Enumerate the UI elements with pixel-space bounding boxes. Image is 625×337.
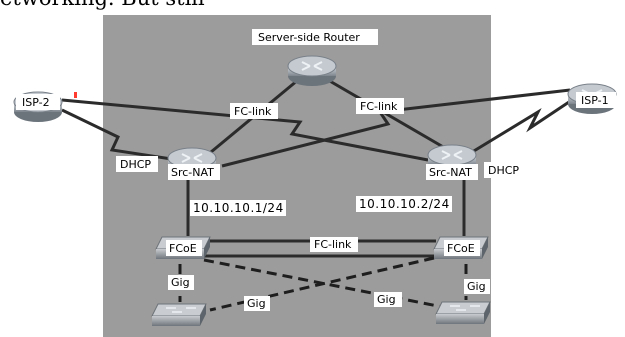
switch-icon bbox=[435, 301, 491, 325]
isp2-to-src-nat-right-link[interactable] bbox=[61, 98, 429, 162]
gig-left-vertical-label: Gig bbox=[171, 276, 190, 289]
switch-icon bbox=[151, 303, 207, 327]
isp1-label: ISP-1 bbox=[581, 94, 609, 107]
gig-switch-left[interactable] bbox=[151, 303, 207, 327]
src-nat-right-label: Src-NAT bbox=[429, 166, 472, 179]
gig-switch-right[interactable] bbox=[435, 301, 491, 325]
router-icon bbox=[287, 55, 337, 87]
fcoe-left-label: FCoE bbox=[169, 242, 197, 255]
fc-link-fcoe-label: FC-link bbox=[314, 238, 352, 251]
fc-link-right-label: FC-link bbox=[360, 100, 398, 113]
isp1-to-src-nat-right-link[interactable] bbox=[463, 98, 573, 159]
dhcp-left-label: DHCP bbox=[120, 158, 151, 171]
dhcp-right-label: DHCP bbox=[488, 164, 519, 177]
server-side-router[interactable] bbox=[287, 55, 337, 87]
server-router-label: Server-side Router bbox=[258, 31, 360, 44]
fcoe-right-label: FCoE bbox=[447, 242, 475, 255]
gig-right-vertical-label: Gig bbox=[467, 280, 486, 293]
isp1-to-src-nat-left-link[interactable] bbox=[221, 88, 571, 168]
labels: Server-side Router ISP-2 ISP-1 FC-link F… bbox=[16, 29, 616, 311]
gig-cross-left-label: Gig bbox=[247, 297, 266, 310]
ip-right-label: 10.10.10.2/24 bbox=[359, 197, 450, 211]
isp2-port-marker bbox=[74, 92, 77, 98]
links bbox=[61, 78, 573, 258]
fc-link-left-label: FC-link bbox=[234, 105, 272, 118]
caption-fragment: etworking. But still bbox=[0, 0, 205, 10]
src-nat-left-label: Src-NAT bbox=[171, 166, 214, 179]
isp2-label: ISP-2 bbox=[22, 96, 50, 109]
gig-cross-right-label: Gig bbox=[377, 293, 396, 306]
gig-cross-right-line[interactable] bbox=[203, 258, 449, 310]
ip-left-label: 10.10.10.1/24 bbox=[193, 201, 284, 215]
